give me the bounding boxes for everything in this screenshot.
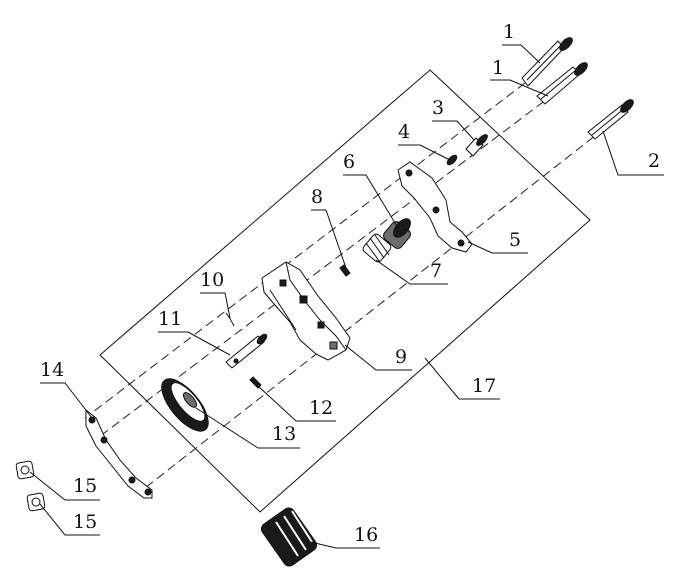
callout-15a: 15 bbox=[73, 475, 97, 497]
callout-10: 10 bbox=[200, 269, 224, 291]
bolt-part-1b bbox=[536, 62, 588, 105]
pin-part-8 bbox=[339, 264, 351, 277]
bushing-part-15a bbox=[15, 460, 35, 480]
callout-13: 13 bbox=[272, 423, 296, 445]
housing-part-9 bbox=[261, 261, 351, 361]
washer-part-4 bbox=[446, 154, 458, 166]
callout-14: 14 bbox=[40, 359, 64, 381]
gear-bushing-part-16 bbox=[260, 507, 318, 567]
callout-6: 6 bbox=[343, 151, 355, 173]
callout-4: 4 bbox=[398, 121, 410, 143]
callout-12: 12 bbox=[309, 397, 333, 419]
callout-9: 9 bbox=[395, 346, 407, 368]
assembly-boundary-17 bbox=[99, 69, 591, 513]
pin-part-12 bbox=[249, 376, 262, 389]
callout-1b: 1 bbox=[492, 57, 504, 79]
shaft-part-11 bbox=[225, 333, 268, 369]
callout-3: 3 bbox=[432, 97, 444, 119]
callout-2: 2 bbox=[648, 150, 660, 172]
callout-16: 16 bbox=[354, 524, 378, 546]
callout-5: 5 bbox=[509, 229, 521, 251]
bolt-part-1a bbox=[521, 37, 573, 87]
callout-11: 11 bbox=[158, 308, 182, 330]
screw-part-3 bbox=[465, 134, 488, 157]
bushing-part-6 bbox=[383, 218, 411, 249]
bolt-part-2 bbox=[587, 99, 634, 140]
clip-part-10 bbox=[225, 312, 235, 327]
gear-part-13 bbox=[161, 378, 209, 432]
plate-part-5 bbox=[397, 161, 473, 253]
gear-bushing-part-7 bbox=[362, 233, 392, 263]
callout-1a: 1 bbox=[503, 21, 515, 43]
callout-15b: 15 bbox=[73, 511, 97, 533]
leader-lines bbox=[29, 44, 664, 549]
callout-7: 7 bbox=[430, 260, 442, 282]
bracket-part-14 bbox=[85, 408, 153, 499]
callout-labels: 1 1 2 3 4 5 6 7 8 9 10 11 12 13 14 15 15… bbox=[40, 21, 660, 546]
callout-8: 8 bbox=[311, 186, 323, 208]
callout-17: 17 bbox=[472, 375, 496, 397]
bushing-part-15b bbox=[26, 492, 46, 512]
